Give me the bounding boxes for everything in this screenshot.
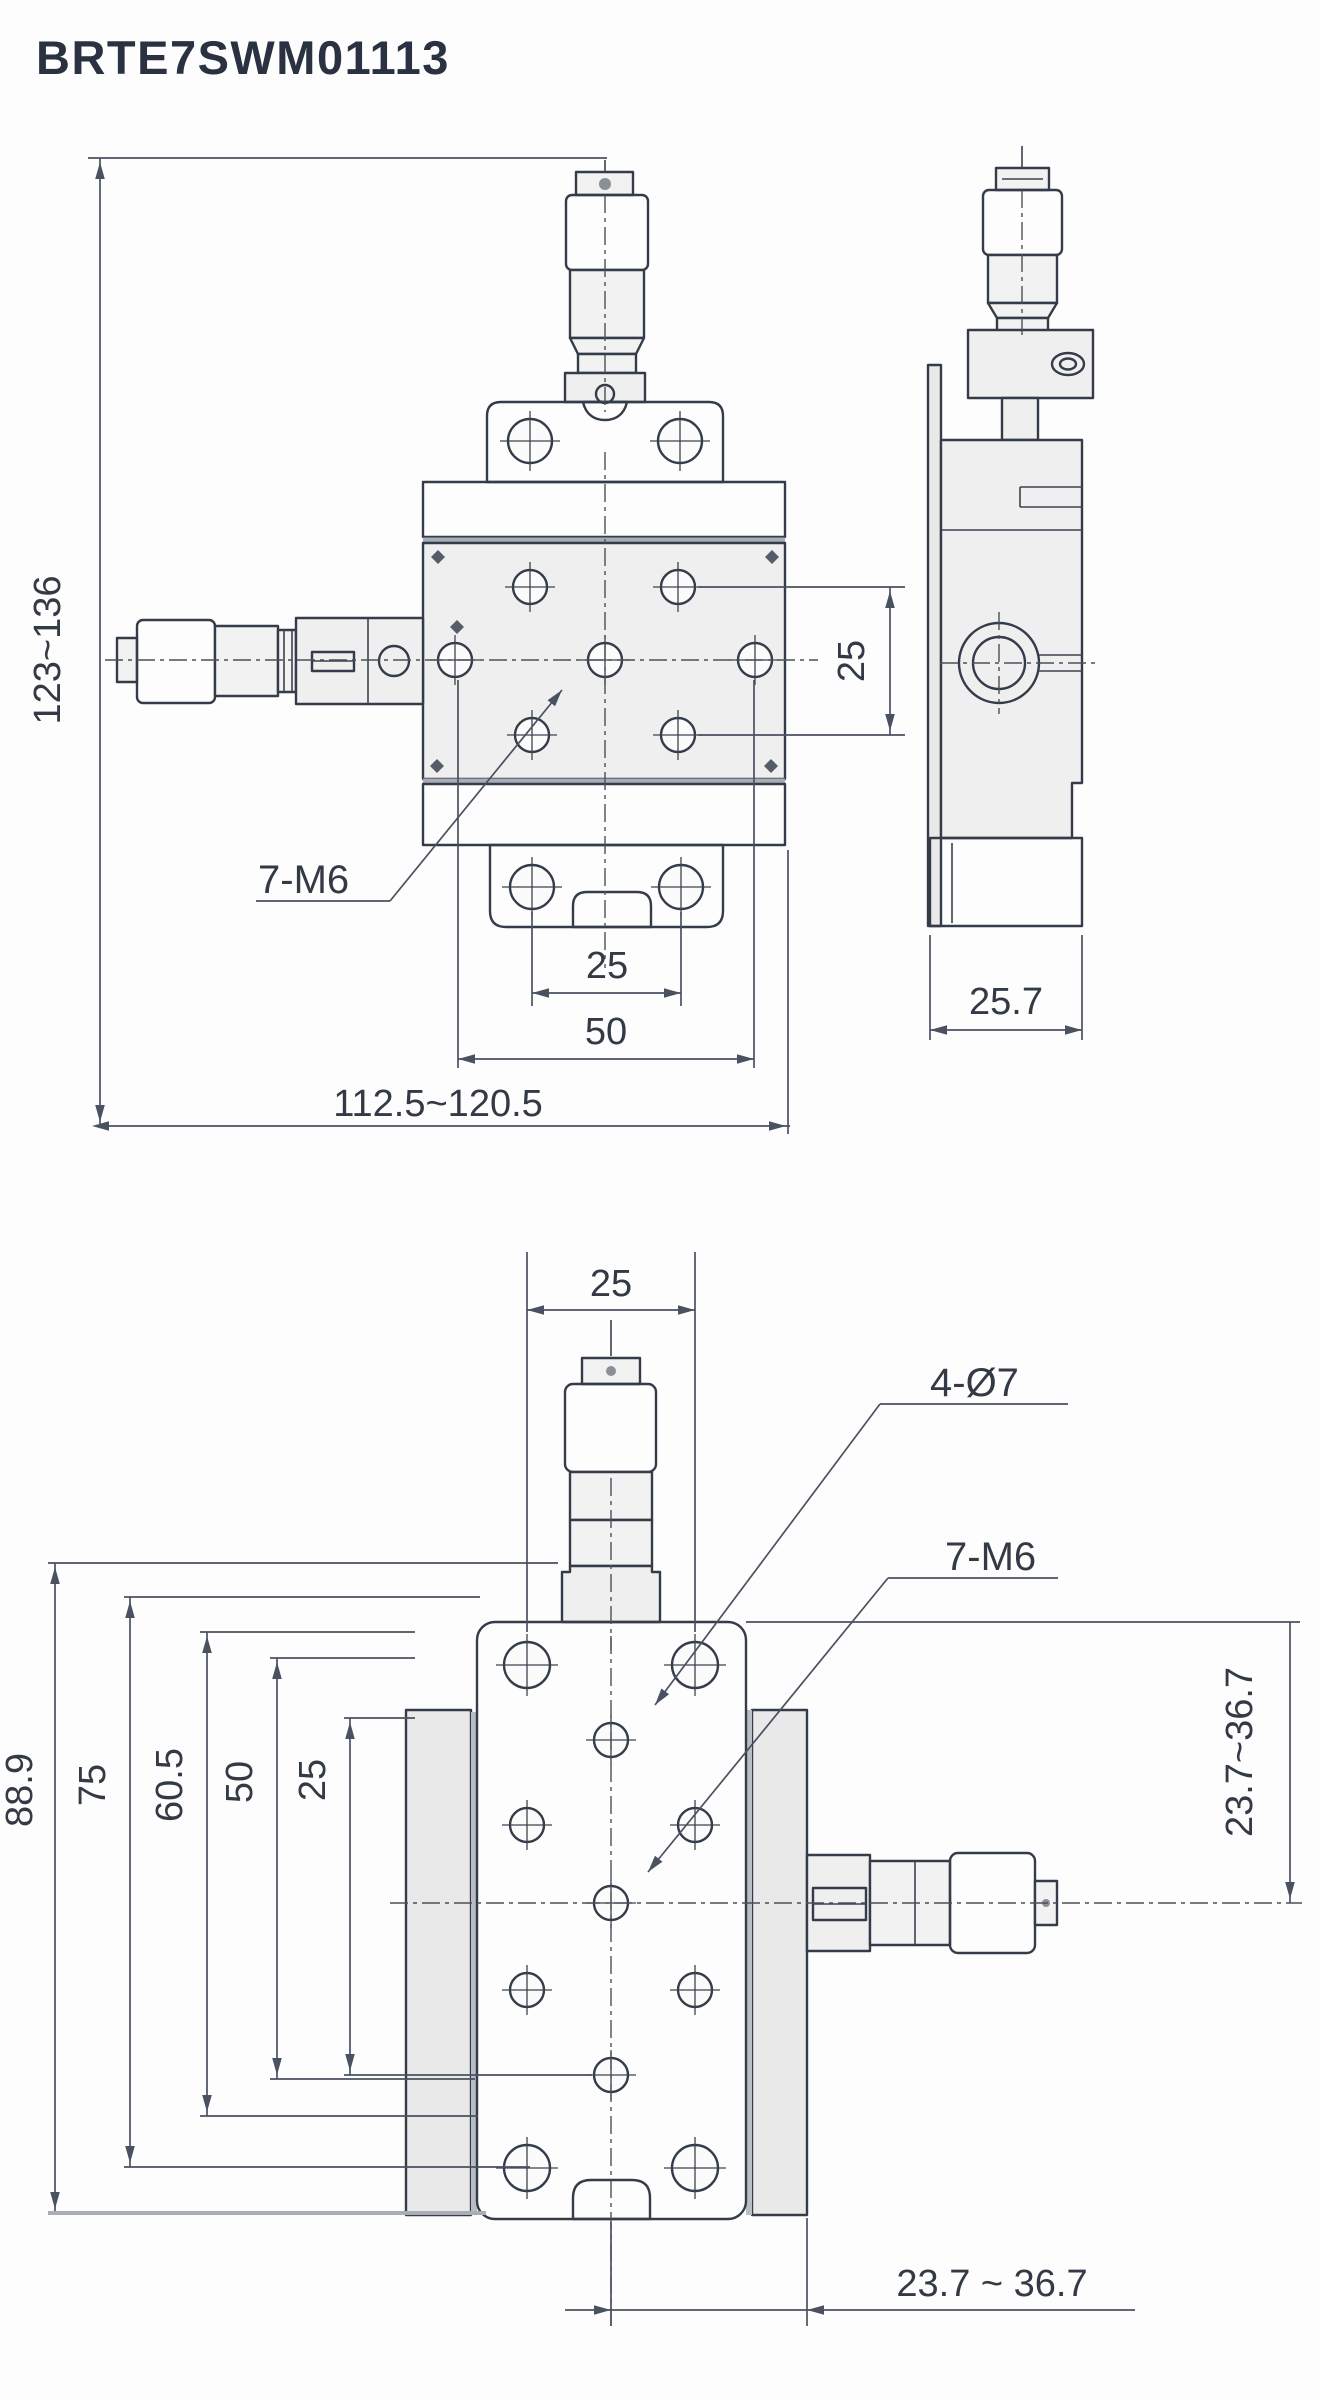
arrowhead-icon: [50, 2192, 60, 2209]
label-through-holes: 4-Ø7: [930, 1361, 1019, 1405]
arrowhead-icon: [678, 1305, 695, 1315]
dim-flange-screw-pitch: 25: [586, 945, 628, 987]
gap-line-bottom: [423, 778, 785, 784]
corner-diamond-icon: [764, 759, 778, 773]
drawing-title: BRTE7SWM01113: [36, 31, 450, 84]
arrowhead-icon: [125, 2146, 135, 2163]
dim-hole-pitch-vertical: 25: [831, 640, 873, 682]
arrowhead-icon: [1065, 1025, 1082, 1035]
arrowhead-icon: [594, 2305, 611, 2315]
bottom-flange-notch: [571, 890, 653, 929]
left-gap-shadow: [471, 1712, 477, 2215]
dimension-line: [647, 1577, 889, 1873]
arrowhead-icon: [532, 988, 549, 998]
arrowhead-icon: [458, 1054, 475, 1064]
corner-diamond-icon: [765, 550, 779, 564]
arrowhead-icon: [547, 690, 562, 707]
top-flange-notch: [581, 400, 629, 422]
arrowhead-icon: [930, 1025, 947, 1035]
dimension-line: [654, 1403, 881, 1706]
side-head-screw: [1050, 351, 1086, 377]
right-gap-shadow: [746, 1710, 752, 2215]
dim-height-range: 123~136: [27, 576, 69, 725]
label-thread-front: 7-M6: [258, 858, 349, 902]
left-micrometer-icon: [115, 616, 425, 706]
top-micrometer-icon: [563, 170, 650, 405]
dim-width-range: 112.5~120.5: [333, 1083, 543, 1125]
arrowhead-icon: [202, 1636, 212, 1653]
bottom-top-micrometer-icon: [560, 1356, 662, 1624]
dim-ladder-88-9: 88.9: [0, 1753, 41, 1827]
dimension-line: [389, 689, 563, 902]
arrowhead-icon: [527, 1305, 544, 1315]
arrowhead-icon: [885, 591, 895, 608]
generated-geometry: [48, 146, 1302, 2330]
arrowhead-icon: [345, 2054, 355, 2071]
arrowhead-icon: [737, 1054, 754, 1064]
arrowhead-icon: [345, 1722, 355, 1739]
arrowhead-icon: [95, 1105, 105, 1122]
dim-ladder-75: 75: [72, 1764, 114, 1806]
dim-bottom-top-pitch: 25: [590, 1263, 632, 1305]
side-view: [926, 166, 1095, 928]
arrowhead-icon: [885, 714, 895, 731]
dim-ladder-25: 25: [292, 1759, 334, 1801]
gap-line-top: [423, 537, 785, 543]
arrowhead-icon: [272, 1662, 282, 1679]
side-head-screw-inner: [1058, 357, 1078, 371]
top-strip: [421, 480, 787, 539]
arrowhead-icon: [125, 1601, 135, 1618]
arrowhead-icon: [95, 162, 105, 179]
dim-side-width: 25.7: [969, 981, 1043, 1023]
corner-diamond-icon: [431, 550, 445, 564]
arrowhead-icon: [664, 988, 681, 998]
arrowhead-icon: [655, 1688, 670, 1705]
arrowhead-icon: [50, 1567, 60, 1584]
arrowhead-icon: [769, 1121, 786, 1131]
right-block: [750, 1708, 809, 2217]
side-head-block: [966, 328, 1095, 400]
corner-diamond-icon: [430, 759, 444, 773]
dim-right-travel: 23.7~36.7: [1219, 1667, 1261, 1837]
front-view: [115, 170, 787, 929]
dim-hole-pitch-horizontal: 50: [585, 1011, 627, 1053]
label-thread-bottom: 7-M6: [945, 1535, 1036, 1579]
side-neck: [1000, 396, 1040, 442]
arrowhead-icon: [1285, 1882, 1295, 1899]
arrowhead-icon: [807, 2305, 824, 2315]
arrowhead-icon: [648, 1855, 663, 1872]
dim-ladder-60-5: 60.5: [149, 1748, 191, 1822]
dim-ladder-50: 50: [219, 1761, 261, 1803]
arrowhead-icon: [92, 1121, 109, 1131]
corner-diamond-icon: [450, 620, 464, 634]
bottom-plate-notch: [571, 2178, 652, 2221]
bottom-flange: [488, 843, 725, 929]
side-base: [928, 836, 1084, 928]
top-flange: [485, 400, 725, 484]
left-block: [404, 1708, 473, 2217]
arrowhead-icon: [272, 2058, 282, 2075]
arrowhead-icon: [202, 2095, 212, 2112]
bottom-view: [404, 1356, 1059, 2221]
dim-bottom-travel: 23.7 ~ 36.7: [896, 2263, 1087, 2305]
